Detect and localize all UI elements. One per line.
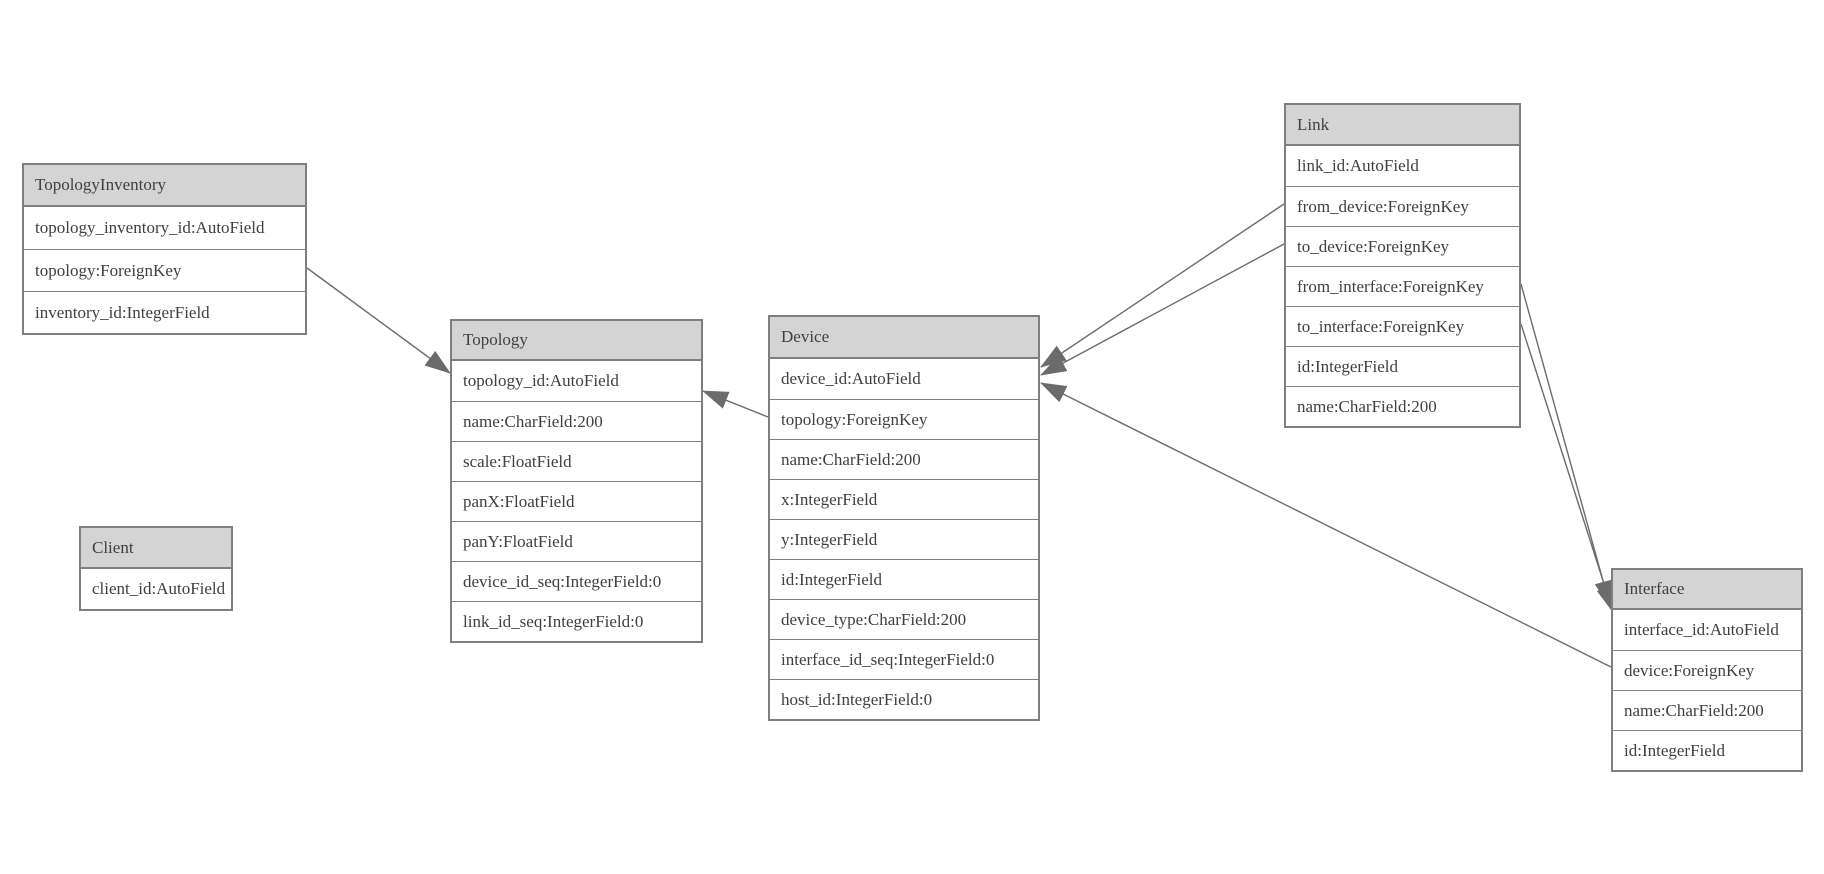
entity-device-field-id: id:IntegerField: [770, 559, 1038, 599]
entity-topologyinventory-field-inventory_id: inventory_id:IntegerField: [24, 291, 305, 333]
entity-topologyinventory-field-topology: topology:ForeignKey: [24, 249, 305, 291]
entity-topology-field-scale: scale:FloatField: [452, 441, 701, 481]
entity-topologyinventory-field-topology_inventory_id: topology_inventory_id:AutoField: [35, 218, 265, 237]
entity-link-field-link_id: link_id:AutoField: [1297, 156, 1419, 175]
edge-link.from_interface-to-interface.interface_id: [1520, 283, 1613, 607]
entity-topology-field-device_id_seq: device_id_seq:IntegerField:0: [452, 561, 701, 601]
entity-link-field-name: name:CharField:200: [1286, 386, 1519, 426]
entity-interface-field-name: name:CharField:200: [1613, 690, 1801, 730]
entity-device-field-host_id: host_id:IntegerField:0: [770, 679, 1038, 719]
entity-link-field-from_interface: from_interface:ForeignKey: [1286, 266, 1519, 306]
entity-topology-field-panY: panY:FloatField: [452, 521, 701, 561]
entity-topology-field-link_id_seq: link_id_seq:IntegerField:0: [452, 601, 701, 641]
entity-device-field-device_type: device_type:CharField:200: [770, 599, 1038, 639]
entity-interface-field-interface_id: interface_id:AutoField: [1624, 620, 1779, 639]
entity-link-field-to_device: to_device:ForeignKey: [1286, 226, 1519, 266]
entity-client-title: Client: [81, 528, 231, 569]
entity-topologyinventory-title: TopologyInventory: [24, 165, 305, 207]
entity-client-field-client_id: client_id:AutoField: [92, 579, 226, 598]
entity-client: Client client_id:AutoField: [79, 526, 233, 611]
entity-device-field-interface_id_seq: interface_id_seq:IntegerField:0: [770, 639, 1038, 679]
edge-topologyinventory.topology-to-topology.topology_id: [306, 267, 451, 374]
entity-link-field-from_device: from_device:ForeignKey: [1286, 186, 1519, 226]
entity-device: Device device_id:AutoField topology:Foreig…: [768, 315, 1040, 721]
entity-topology: Topology topology_id:AutoField name:CharFi…: [450, 319, 703, 643]
entity-topology-field-name: name:CharField:200: [452, 401, 701, 441]
entity-topology-field-topology_id: topology_id:AutoField: [463, 371, 619, 390]
entity-topology-title: Topology: [452, 321, 701, 361]
edge-interface.device-to-device.device_id: [1040, 382, 1612, 668]
entity-link: Link link_id:AutoField from_device:Foreign…: [1284, 103, 1521, 428]
edge-link.to_interface-to-interface.interface_id: [1520, 323, 1614, 613]
entity-device-field-topology: topology:ForeignKey: [770, 399, 1038, 439]
entity-link-field-to_interface: to_interface:ForeignKey: [1286, 306, 1519, 346]
entity-device-field-x: x:IntegerField: [770, 479, 1038, 519]
entity-device-field-device_id: device_id:AutoField: [781, 369, 921, 388]
edge-device.topology-to-topology.topology_id: [702, 390, 769, 418]
entity-interface: Interface interface_id:AutoField device:Fo…: [1611, 568, 1803, 772]
entity-interface-field-device: device:ForeignKey: [1613, 650, 1801, 690]
edge-link.from_device-to-device.device_id: [1040, 203, 1285, 368]
entity-device-field-y: y:IntegerField: [770, 519, 1038, 559]
entity-link-field-id: id:IntegerField: [1286, 346, 1519, 386]
entity-interface-field-id: id:IntegerField: [1613, 730, 1801, 770]
entity-device-field-name: name:CharField:200: [770, 439, 1038, 479]
entity-topology-field-panX: panX:FloatField: [452, 481, 701, 521]
entity-device-title: Device: [770, 317, 1038, 359]
edge-link.to_device-to-device.device_id: [1040, 243, 1285, 376]
entity-link-title: Link: [1286, 105, 1519, 146]
entity-interface-title: Interface: [1613, 570, 1801, 610]
entity-topologyinventory: TopologyInventory topology_inventory_id:A…: [22, 163, 307, 335]
